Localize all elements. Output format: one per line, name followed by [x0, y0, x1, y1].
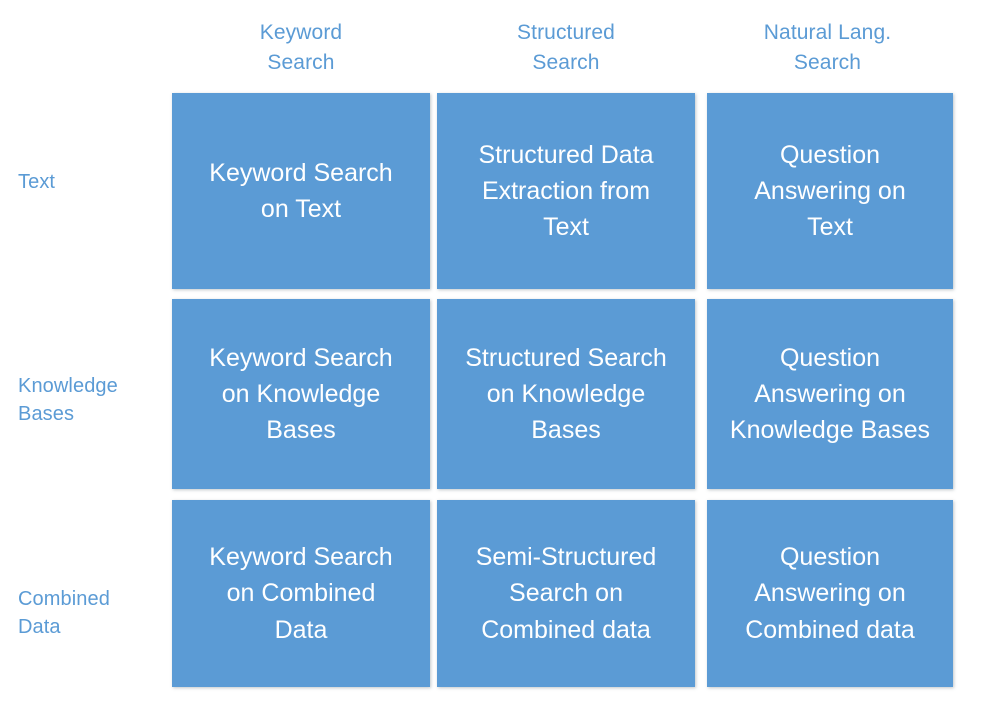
cell-semi-structured-search-on-combined-data[interactable]: Semi-Structured Search on Combined data [437, 500, 695, 687]
row-header-knowledge-bases: Knowledge Bases [18, 372, 168, 429]
cell-line: on Combined [226, 579, 376, 608]
cell-structured-search-on-knowledge-bases[interactable]: Structured Search on Knowledge Bases [437, 299, 695, 489]
cell-line: Combined data [745, 615, 915, 644]
row-header-combined-data: Combined Data [18, 585, 168, 642]
row-header-line: Text [18, 171, 56, 193]
cell-line: Extraction from [481, 176, 651, 205]
cell-line: on Text [260, 195, 342, 223]
cell-line: Bases [531, 416, 601, 445]
cell-question-answering-on-combined-data[interactable]: Question Answering on Combined data [707, 500, 953, 687]
cell-line: Combined data [481, 615, 651, 644]
column-header-structured-search: Structured Search [437, 18, 695, 78]
column-header-keyword-search: Keyword Search [172, 18, 430, 78]
cell-line: Search on [509, 579, 623, 608]
cell-line: Answering on [754, 176, 906, 205]
cell-keyword-search-on-text[interactable]: Keyword Search on Text [172, 93, 430, 289]
row-header-line: Data [18, 616, 61, 639]
cell-line: Text [543, 213, 589, 242]
cell-line: Question [779, 140, 881, 169]
cell-question-answering-on-text[interactable]: Question Answering on Text [707, 93, 953, 289]
cell-question-answering-on-knowledge-bases[interactable]: Question Answering on Knowledge Bases [707, 299, 953, 489]
cell-line: Answering on [754, 379, 906, 408]
row-header-line: Bases [18, 403, 75, 426]
cell-line: Data [274, 615, 328, 644]
cell-structured-data-extraction-from-text[interactable]: Structured Data Extraction from Text [437, 93, 695, 289]
cell-line: Text [807, 213, 853, 242]
column-header-line: Structured [517, 21, 615, 44]
cell-line: Question [779, 343, 881, 372]
cell-line: Keyword Search [209, 543, 393, 572]
cell-line: Knowledge Bases [729, 416, 931, 445]
column-header-line: Search [532, 50, 600, 74]
cell-line: Answering on [754, 579, 906, 608]
row-header-line: Combined [18, 588, 110, 610]
row-header-line: Knowledge [18, 375, 118, 397]
row-header-text: Text [18, 168, 168, 196]
cell-keyword-search-on-combined-data[interactable]: Keyword Search on Combined Data [172, 500, 430, 687]
column-header-line: Natural Lang. [763, 21, 892, 44]
column-header-line: Search [267, 50, 335, 74]
cell-line: Structured Data [478, 140, 654, 169]
cell-line: Keyword Search [209, 343, 393, 372]
cell-line: on Knowledge [486, 379, 646, 408]
cell-line: Question [779, 543, 881, 572]
column-header-line: Search [793, 50, 862, 74]
column-header-line: Keyword [259, 21, 343, 44]
cell-line: Semi-Structured [475, 543, 657, 572]
cell-keyword-search-on-knowledge-bases[interactable]: Keyword Search on Knowledge Bases [172, 299, 430, 489]
column-header-natural-lang-search: Natural Lang. Search [702, 18, 953, 78]
cell-line: Bases [266, 416, 336, 445]
cell-line: on Knowledge [221, 379, 381, 408]
cell-line: Structured Search [465, 343, 667, 372]
cell-line: Keyword Search [209, 158, 393, 187]
